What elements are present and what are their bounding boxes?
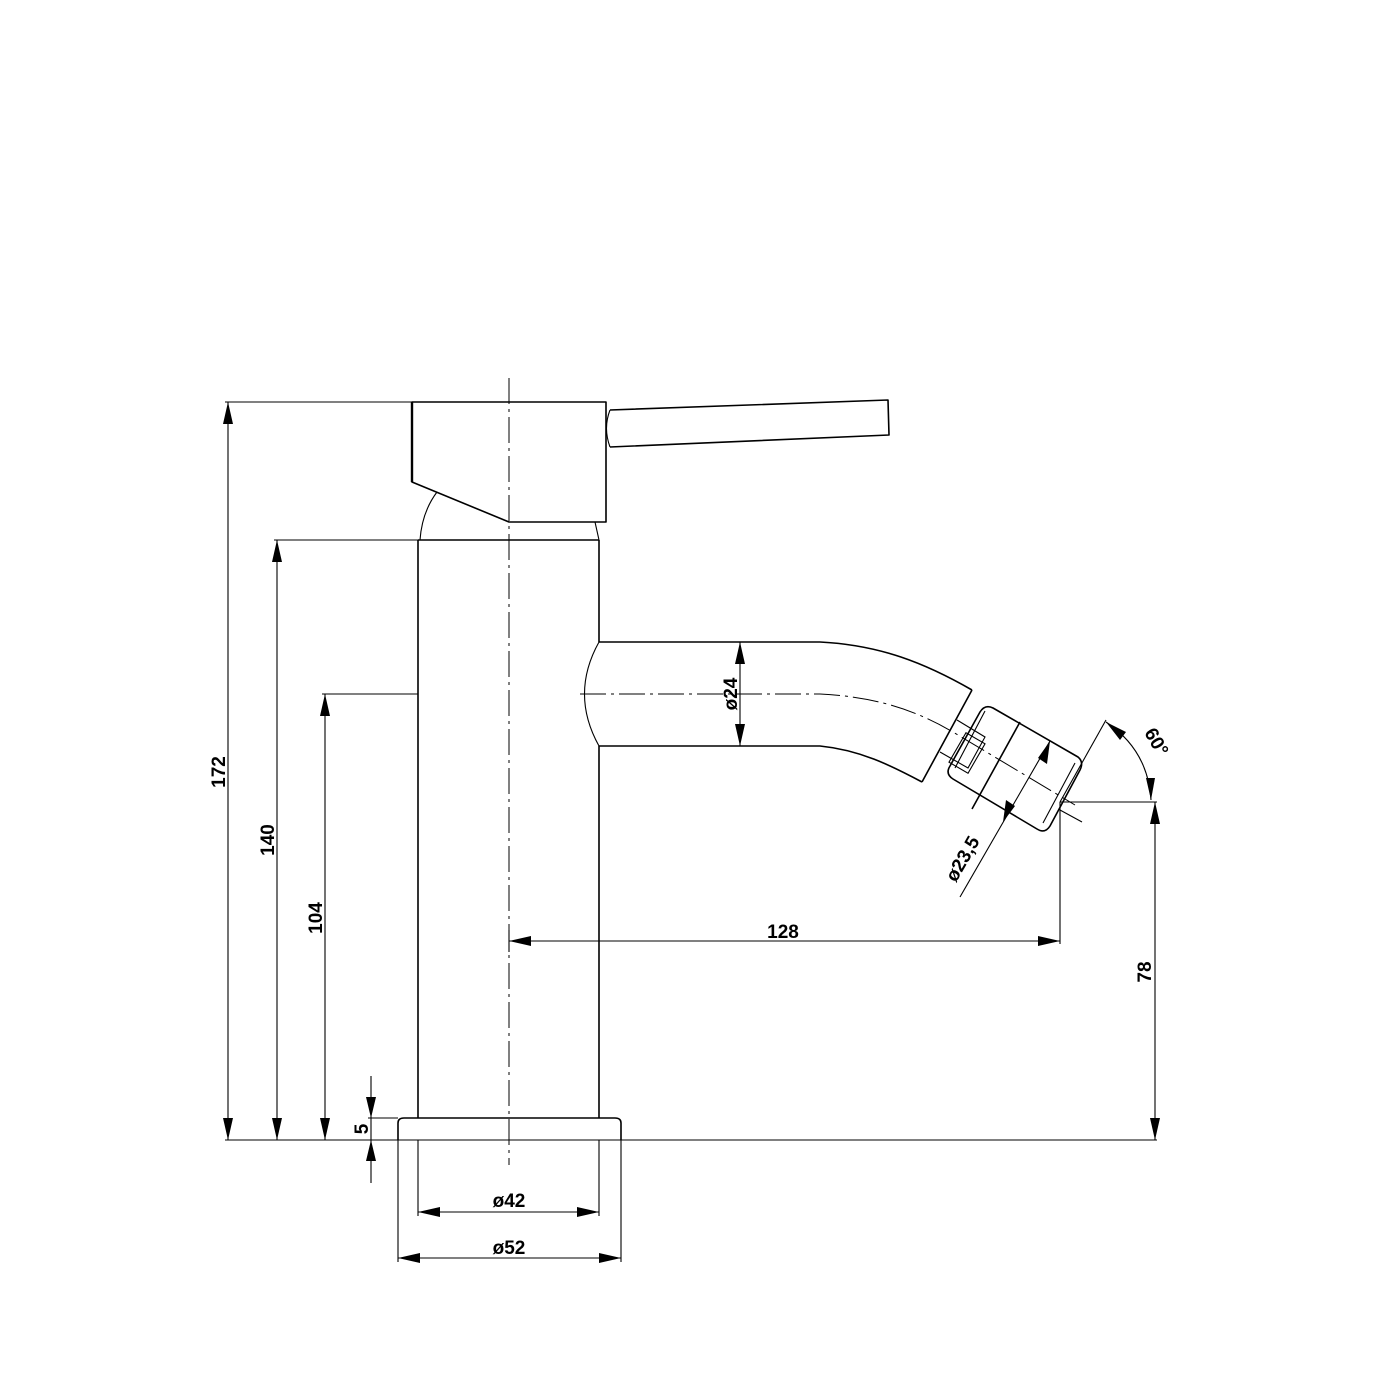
spout-top: [599, 641, 973, 691]
arrow-24-top: [735, 642, 745, 664]
arrow-104-bottom: [320, 1118, 330, 1140]
arrow-52-left: [398, 1253, 420, 1263]
arrow-42-left: [418, 1207, 440, 1217]
label-spout-axis-height: 104: [306, 902, 327, 934]
arrow-78-bottom: [1150, 1118, 1160, 1140]
arrow-23-5-top: [1038, 741, 1050, 764]
spout-root-arc: [584, 641, 600, 747]
label-body-diameter: ø42: [493, 1191, 526, 1212]
dimension-lines: [223, 401, 1160, 1263]
ext-60-angle: [1059, 719, 1107, 803]
arrow-23-5-bottom: [1003, 800, 1015, 822]
spout-end: [921, 689, 973, 783]
label-base-diameter: ø52: [493, 1238, 526, 1259]
ext-23-5-leader: [1059, 809, 1083, 823]
label-spout-diameter: ø24: [721, 677, 742, 710]
spout-centerline: [580, 693, 1076, 806]
arrow-5-top: [366, 1097, 376, 1118]
arrow-78-top: [1150, 802, 1160, 824]
arrow-172-bottom: [223, 1118, 233, 1140]
label-aerator-diameter: ø23,5: [942, 833, 985, 886]
arrow-128-right: [1038, 936, 1060, 946]
spout-bottom: [599, 745, 923, 783]
arrow-172-top: [223, 402, 233, 424]
label-outlet-height: 78: [1135, 961, 1156, 982]
label-outlet-angle: 60°: [1139, 725, 1172, 760]
arrow-140-top: [272, 540, 282, 562]
arrow-128-left: [509, 936, 531, 946]
label-spout-projection: 128: [767, 922, 799, 943]
arrow-60-top: [1106, 722, 1126, 740]
arrow-140-bottom: [272, 1118, 282, 1140]
lever-joint: [605, 409, 611, 448]
aerator-body: [947, 705, 1083, 832]
lever-handle: [609, 399, 890, 448]
aerator-ring: [971, 721, 1021, 810]
connector-insert: [948, 732, 986, 774]
arrow-24-bottom: [735, 724, 745, 746]
neck-arc-left: [419, 491, 438, 541]
arrow-5-bottom: [366, 1140, 376, 1161]
arrow-42-right: [577, 1207, 599, 1217]
neck-arc-right: [594, 521, 600, 541]
aerator-inner-edge-left: [954, 710, 986, 769]
arrow-60-bottom: [1146, 778, 1155, 800]
dimension-labels: 172 140 104 5 ø24 128 78 ø42 ø52 ø23,5 6…: [209, 677, 1172, 1259]
base-plate: [397, 1117, 622, 1140]
label-base-thickness: 5: [352, 1123, 373, 1134]
label-body-height: 140: [258, 824, 279, 856]
centerlines: [508, 378, 1076, 1165]
arrow-52-right: [599, 1253, 621, 1263]
arrow-104-top: [320, 694, 330, 716]
aerator-inner-edge-right: [1042, 762, 1076, 824]
tap-outline: [397, 399, 1083, 1140]
label-total-height: 172: [209, 756, 230, 788]
